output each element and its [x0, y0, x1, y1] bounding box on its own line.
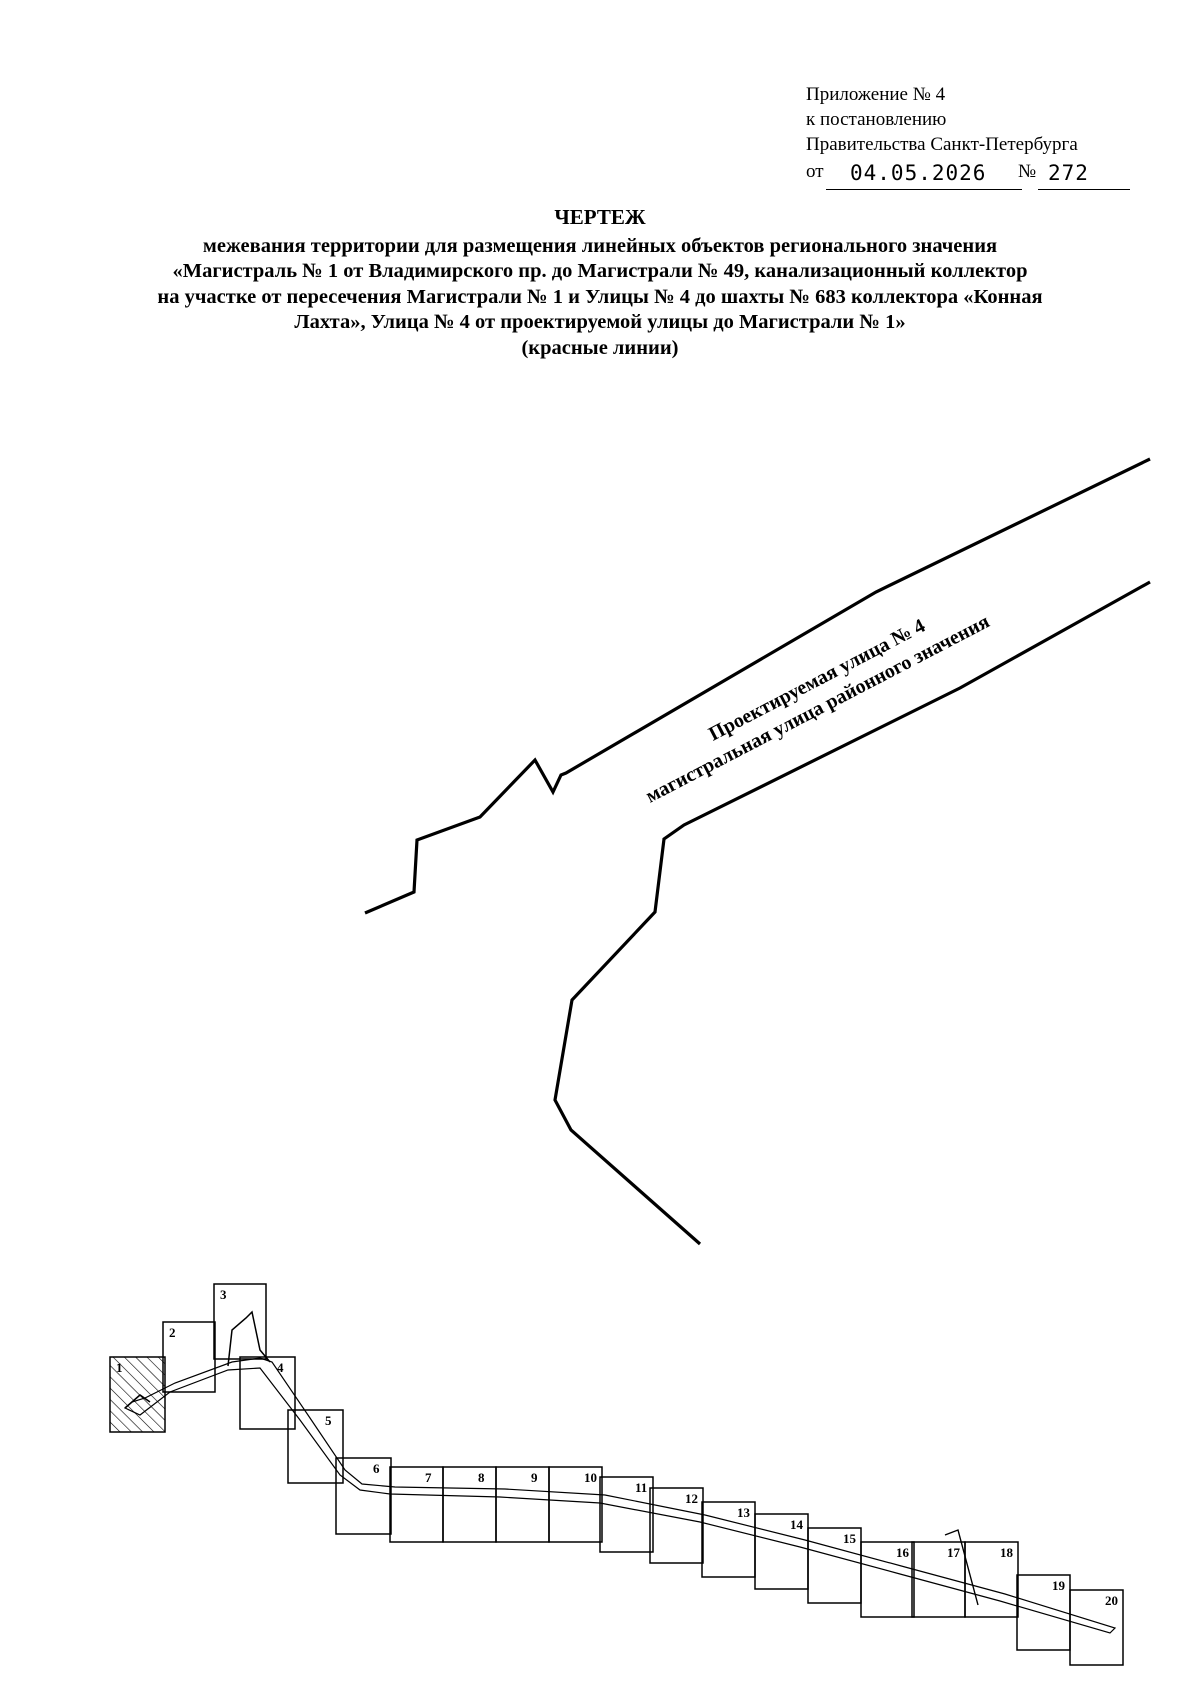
- sheet-number-label: 13: [737, 1505, 751, 1520]
- appendix-header: Приложение № 4 к постановлению Правитель…: [806, 82, 1166, 190]
- sheet-frame: [495, 1466, 550, 1543]
- sheet-number-label: 7: [425, 1470, 432, 1485]
- sheet-frame: [442, 1466, 497, 1543]
- street-type-label: магистральная улица районного значения: [642, 610, 993, 807]
- sheet-frame: [860, 1541, 915, 1618]
- resolution-number: 272: [1048, 161, 1089, 185]
- sheet-number-label: 11: [635, 1480, 647, 1495]
- sheet-number-label: 6: [373, 1461, 380, 1476]
- sheet-frame: [162, 1321, 216, 1393]
- sheet-frame: [649, 1487, 704, 1564]
- sheet-frame: [548, 1466, 603, 1543]
- sheet-frame: [389, 1466, 444, 1543]
- sheet-number-label: 9: [531, 1470, 538, 1485]
- sheet-number-label: 3: [220, 1287, 227, 1302]
- date-from-label: от: [806, 161, 824, 182]
- sheet-number-label: 5: [325, 1413, 332, 1428]
- number-underline: [1038, 189, 1130, 190]
- sheet-frame: [599, 1476, 654, 1553]
- sheet-number-label: 14: [790, 1517, 804, 1532]
- sheet-number-label: 1: [116, 1360, 123, 1375]
- sheet-number-label: 12: [685, 1491, 698, 1506]
- sheet-frame: [964, 1541, 1019, 1618]
- sheet-frame: [335, 1457, 392, 1535]
- sheet-number-label: 10: [584, 1470, 597, 1485]
- sheet-frame: [1069, 1589, 1124, 1666]
- title-line-5: (красные линии): [521, 336, 679, 359]
- title-line-1: межевания территории для размещения лине…: [202, 234, 998, 257]
- red-line-south: [553, 580, 1151, 1246]
- sheet-number-label: 2: [169, 1325, 176, 1340]
- appendix-number: Приложение № 4: [806, 84, 946, 105]
- sheet-number-label: 17: [947, 1545, 961, 1560]
- sheet-number-label: 15: [843, 1531, 857, 1546]
- red-line-north: [364, 457, 1151, 915]
- corridor-bend: [124, 1393, 151, 1409]
- corridor-head: [227, 1310, 271, 1367]
- corridor-spur: [944, 1529, 979, 1606]
- sheet-frame: [287, 1409, 344, 1484]
- title-line-2: «Магистраль № 1 от Владимирского пр. до …: [172, 260, 1028, 282]
- sheet-number-label: 8: [478, 1470, 485, 1485]
- title-main: ЧЕРТЕЖ: [554, 205, 646, 229]
- appendix-reference: к постановлению: [806, 109, 947, 130]
- resolution-date-row: от 04.05.2026 № 272: [806, 157, 1166, 190]
- sheet-number-label: 20: [1105, 1593, 1118, 1608]
- date-underline: [826, 189, 1022, 190]
- sheet-number-label: 16: [896, 1545, 910, 1560]
- sheet-number-label: 18: [1000, 1545, 1014, 1560]
- resolution-date: 04.05.2026: [850, 161, 987, 185]
- sheet-frame: [109, 1356, 166, 1433]
- corridor-outline: [123, 1357, 1117, 1634]
- title-line-4: Лахта», Улица № 4 от проектируемой улицы…: [294, 311, 906, 333]
- drawing-title: ЧЕРТЕЖ межевания территории для размещен…: [60, 205, 1140, 361]
- title-line-3: на участке от пересечения Магистрали № 1…: [157, 285, 1043, 308]
- sheet-frame: [239, 1356, 296, 1430]
- sheet-number-label: 19: [1052, 1578, 1066, 1593]
- appendix-authority: Правительства Санкт-Петербурга: [806, 134, 1078, 155]
- sheet-index-grid: [109, 1283, 1124, 1666]
- sheet-number-label: 4: [277, 1360, 284, 1375]
- number-label: №: [1018, 161, 1037, 182]
